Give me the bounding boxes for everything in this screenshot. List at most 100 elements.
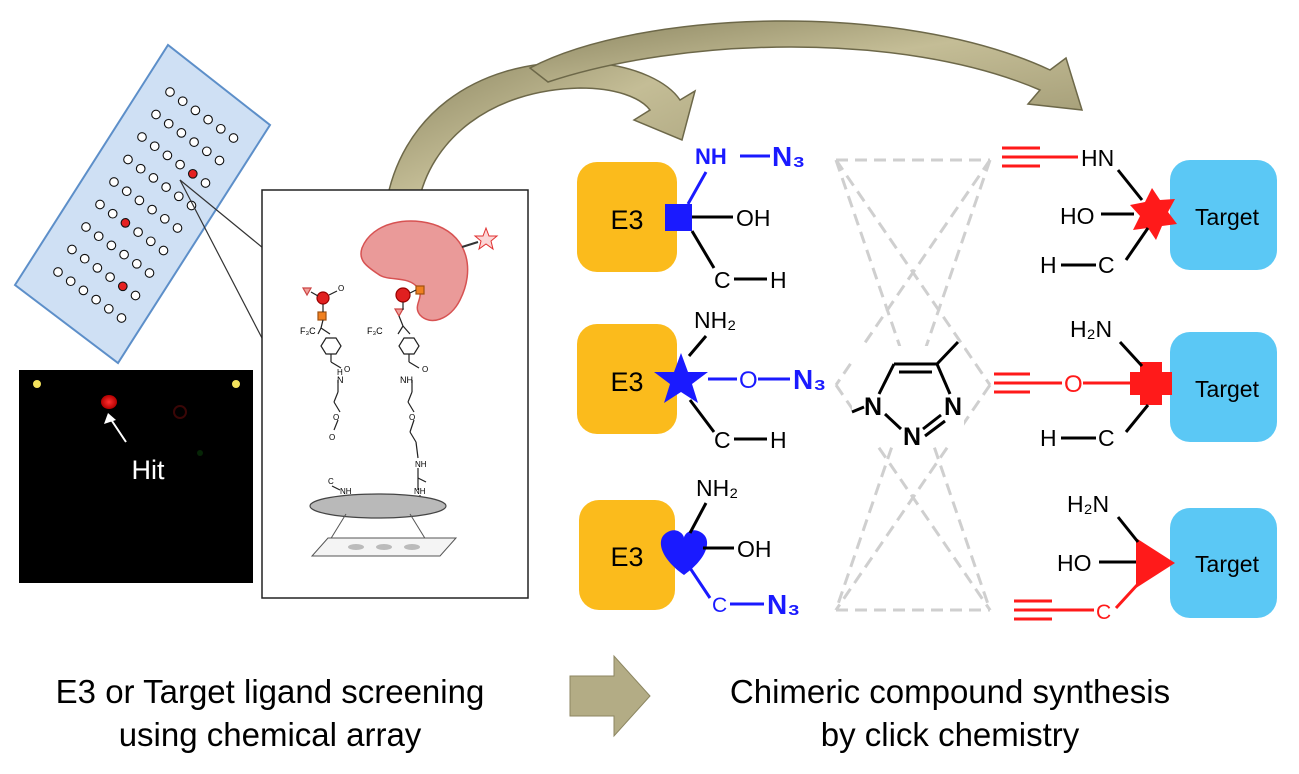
array-spot bbox=[106, 240, 117, 251]
nh2-group: NH₂ bbox=[696, 475, 738, 501]
array-spot bbox=[173, 191, 184, 202]
array-spot bbox=[165, 87, 175, 97]
bead-cone-right bbox=[409, 513, 427, 541]
protein-label-linker bbox=[461, 241, 479, 248]
right-caption: Chimeric compound synthesis by click che… bbox=[690, 670, 1210, 756]
target-box-label: Target bbox=[1195, 376, 1260, 402]
array-spot bbox=[109, 177, 119, 187]
target-box bbox=[1170, 332, 1277, 442]
triazole-n1: N bbox=[864, 393, 882, 421]
target-ligand-3: Target H₂N HO C bbox=[1014, 491, 1277, 624]
array-spot bbox=[130, 290, 141, 301]
c-atom: C bbox=[712, 594, 727, 617]
ligand-orange-square-icon bbox=[317, 311, 327, 321]
array-spot bbox=[145, 236, 156, 247]
array-spot bbox=[200, 178, 211, 188]
left-caption-line1: E3 or Target ligand screening bbox=[55, 673, 485, 710]
e3-box-label: E3 bbox=[610, 542, 643, 572]
array-spot bbox=[137, 132, 147, 142]
e3-box bbox=[577, 162, 677, 272]
target-box-label: Target bbox=[1195, 551, 1260, 577]
ligand-red-core-icon bbox=[316, 291, 330, 305]
h2n-group: H₂N bbox=[1070, 316, 1112, 342]
e3-box-label: E3 bbox=[610, 367, 643, 397]
right-caption-line1: Chimeric compound synthesis bbox=[729, 673, 1171, 710]
oh-group: OH bbox=[736, 205, 771, 231]
surface-nh-left: NH bbox=[340, 487, 352, 496]
faint-spot bbox=[173, 405, 187, 419]
seven-point-star-icon bbox=[1130, 188, 1177, 240]
target-ligand-2: Target H₂N O H C bbox=[994, 316, 1277, 451]
array-spot-hit bbox=[117, 281, 128, 292]
c-atom: C bbox=[1098, 252, 1115, 278]
curved-arrow-to-e3 bbox=[385, 61, 697, 206]
array-spot-hit bbox=[120, 218, 131, 228]
right-o2-label: O bbox=[409, 413, 415, 422]
e3-box-label: E3 bbox=[610, 205, 643, 235]
surface-c-label: C bbox=[328, 477, 334, 486]
array-spot bbox=[134, 195, 145, 206]
star-ligand-icon bbox=[654, 353, 708, 403]
ligand-triangle-icon bbox=[301, 287, 313, 297]
array-spot bbox=[67, 244, 77, 255]
array-spot bbox=[133, 227, 143, 237]
azide-label: N₃ bbox=[793, 364, 826, 395]
fluorescent-tag-icon bbox=[473, 226, 499, 251]
h-atom: H bbox=[1040, 425, 1057, 451]
hit-pointer-arrow bbox=[109, 417, 127, 443]
array-spot bbox=[161, 182, 171, 192]
ho-group: HO bbox=[1057, 550, 1092, 576]
target-box bbox=[1170, 160, 1277, 270]
hit-label: Hit bbox=[132, 455, 165, 485]
array-spot bbox=[163, 118, 174, 129]
left-o2-label: O bbox=[344, 365, 350, 374]
h2n-group: H₂N bbox=[1067, 491, 1109, 517]
array-spot bbox=[93, 231, 104, 242]
nh2-group: NH₂ bbox=[694, 307, 736, 333]
h-atom: H bbox=[1040, 252, 1057, 278]
array-spot bbox=[176, 128, 187, 138]
c-atom: C bbox=[714, 267, 731, 293]
h-atom: H bbox=[770, 267, 787, 293]
array-spot bbox=[175, 159, 185, 170]
h-atom: H bbox=[770, 427, 787, 453]
array-spot bbox=[177, 96, 188, 107]
right-caption-line2: by click chemistry bbox=[820, 716, 1080, 753]
corner-marker-right bbox=[232, 380, 240, 388]
left-o-label: O bbox=[338, 284, 344, 293]
array-spot bbox=[65, 276, 76, 287]
triangle-ligand-icon bbox=[1136, 538, 1175, 588]
cross-ligand-icon bbox=[1130, 362, 1172, 405]
array-spot bbox=[201, 146, 212, 157]
triazole-n2: N bbox=[903, 423, 921, 451]
c-atom: C bbox=[1098, 425, 1115, 451]
array-spot-hit bbox=[187, 168, 198, 179]
triazole-n3: N bbox=[944, 393, 962, 421]
array-spot bbox=[121, 186, 132, 197]
array-spot bbox=[91, 294, 101, 305]
array-spot bbox=[148, 173, 159, 183]
hit-spot bbox=[101, 395, 117, 409]
array-spot bbox=[135, 163, 146, 174]
left-h-label: H bbox=[337, 368, 343, 377]
right-o-label: O bbox=[422, 365, 428, 374]
fluorescence-scan-image: Hit bbox=[19, 370, 253, 583]
triazole-ring bbox=[851, 340, 960, 438]
right-nh-mid-label: NH bbox=[415, 460, 427, 469]
ho-group: HO bbox=[1060, 203, 1095, 229]
process-arrow bbox=[569, 654, 651, 738]
array-spot bbox=[189, 137, 199, 147]
bead-surface bbox=[309, 493, 447, 519]
e3-ligand-1: E3 NH N₃ OH C H bbox=[577, 141, 805, 293]
o-linker: O bbox=[739, 367, 758, 394]
o-linker: O bbox=[1064, 371, 1083, 398]
ligand-orange-square-icon bbox=[415, 285, 425, 295]
array-spot bbox=[149, 141, 160, 152]
slide-spot bbox=[376, 544, 392, 550]
array-spot bbox=[190, 105, 201, 116]
faint-spot bbox=[197, 450, 203, 456]
left-immobilized-ligand bbox=[301, 287, 342, 431]
array-spot bbox=[123, 154, 133, 165]
array-spot bbox=[95, 199, 105, 210]
